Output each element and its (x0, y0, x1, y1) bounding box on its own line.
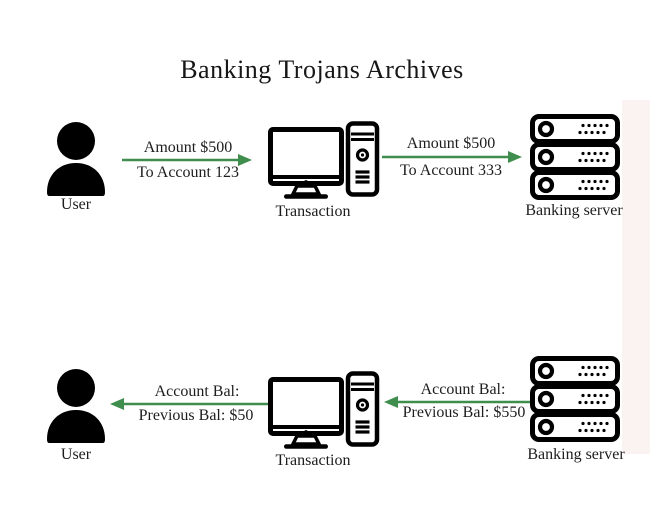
transaction-label: Transaction (275, 203, 351, 220)
banking-server-icon (530, 356, 620, 442)
user-label: User (60, 196, 92, 213)
user-icon (47, 369, 105, 443)
arrow-label-account-bal: Account Bal: (154, 383, 240, 400)
transaction-label: Transaction (275, 452, 351, 469)
page-title: Banking Trojans Archives (180, 55, 464, 84)
arrow-label-account-bal: Account Bal: (420, 381, 506, 398)
user-icon (47, 122, 105, 196)
arrow-label-previous-bal: Previous Bal: $550 (402, 404, 526, 421)
arrow-label-account: To Account 123 (137, 164, 239, 181)
decorative-side-strip (622, 100, 650, 454)
arrow-label-previous-bal: Previous Bal: $50 (138, 407, 254, 424)
transaction-computer-icon (268, 371, 382, 449)
arrow-right-icon (382, 151, 522, 163)
user-label: User (60, 446, 92, 463)
banking-server-label: Banking server (527, 446, 625, 463)
arrow-left-icon (110, 398, 268, 410)
arrow-label-amount: Amount $500 (143, 139, 233, 156)
transaction-computer-icon (268, 121, 382, 199)
banking-server-label: Banking server (525, 202, 623, 219)
arrow-label-amount: Amount $500 (406, 135, 496, 152)
arrow-label-account: To Account 333 (400, 162, 502, 179)
banking-server-icon (530, 114, 620, 200)
arrow-right-icon (122, 154, 252, 166)
arrow-left-icon (384, 396, 530, 408)
